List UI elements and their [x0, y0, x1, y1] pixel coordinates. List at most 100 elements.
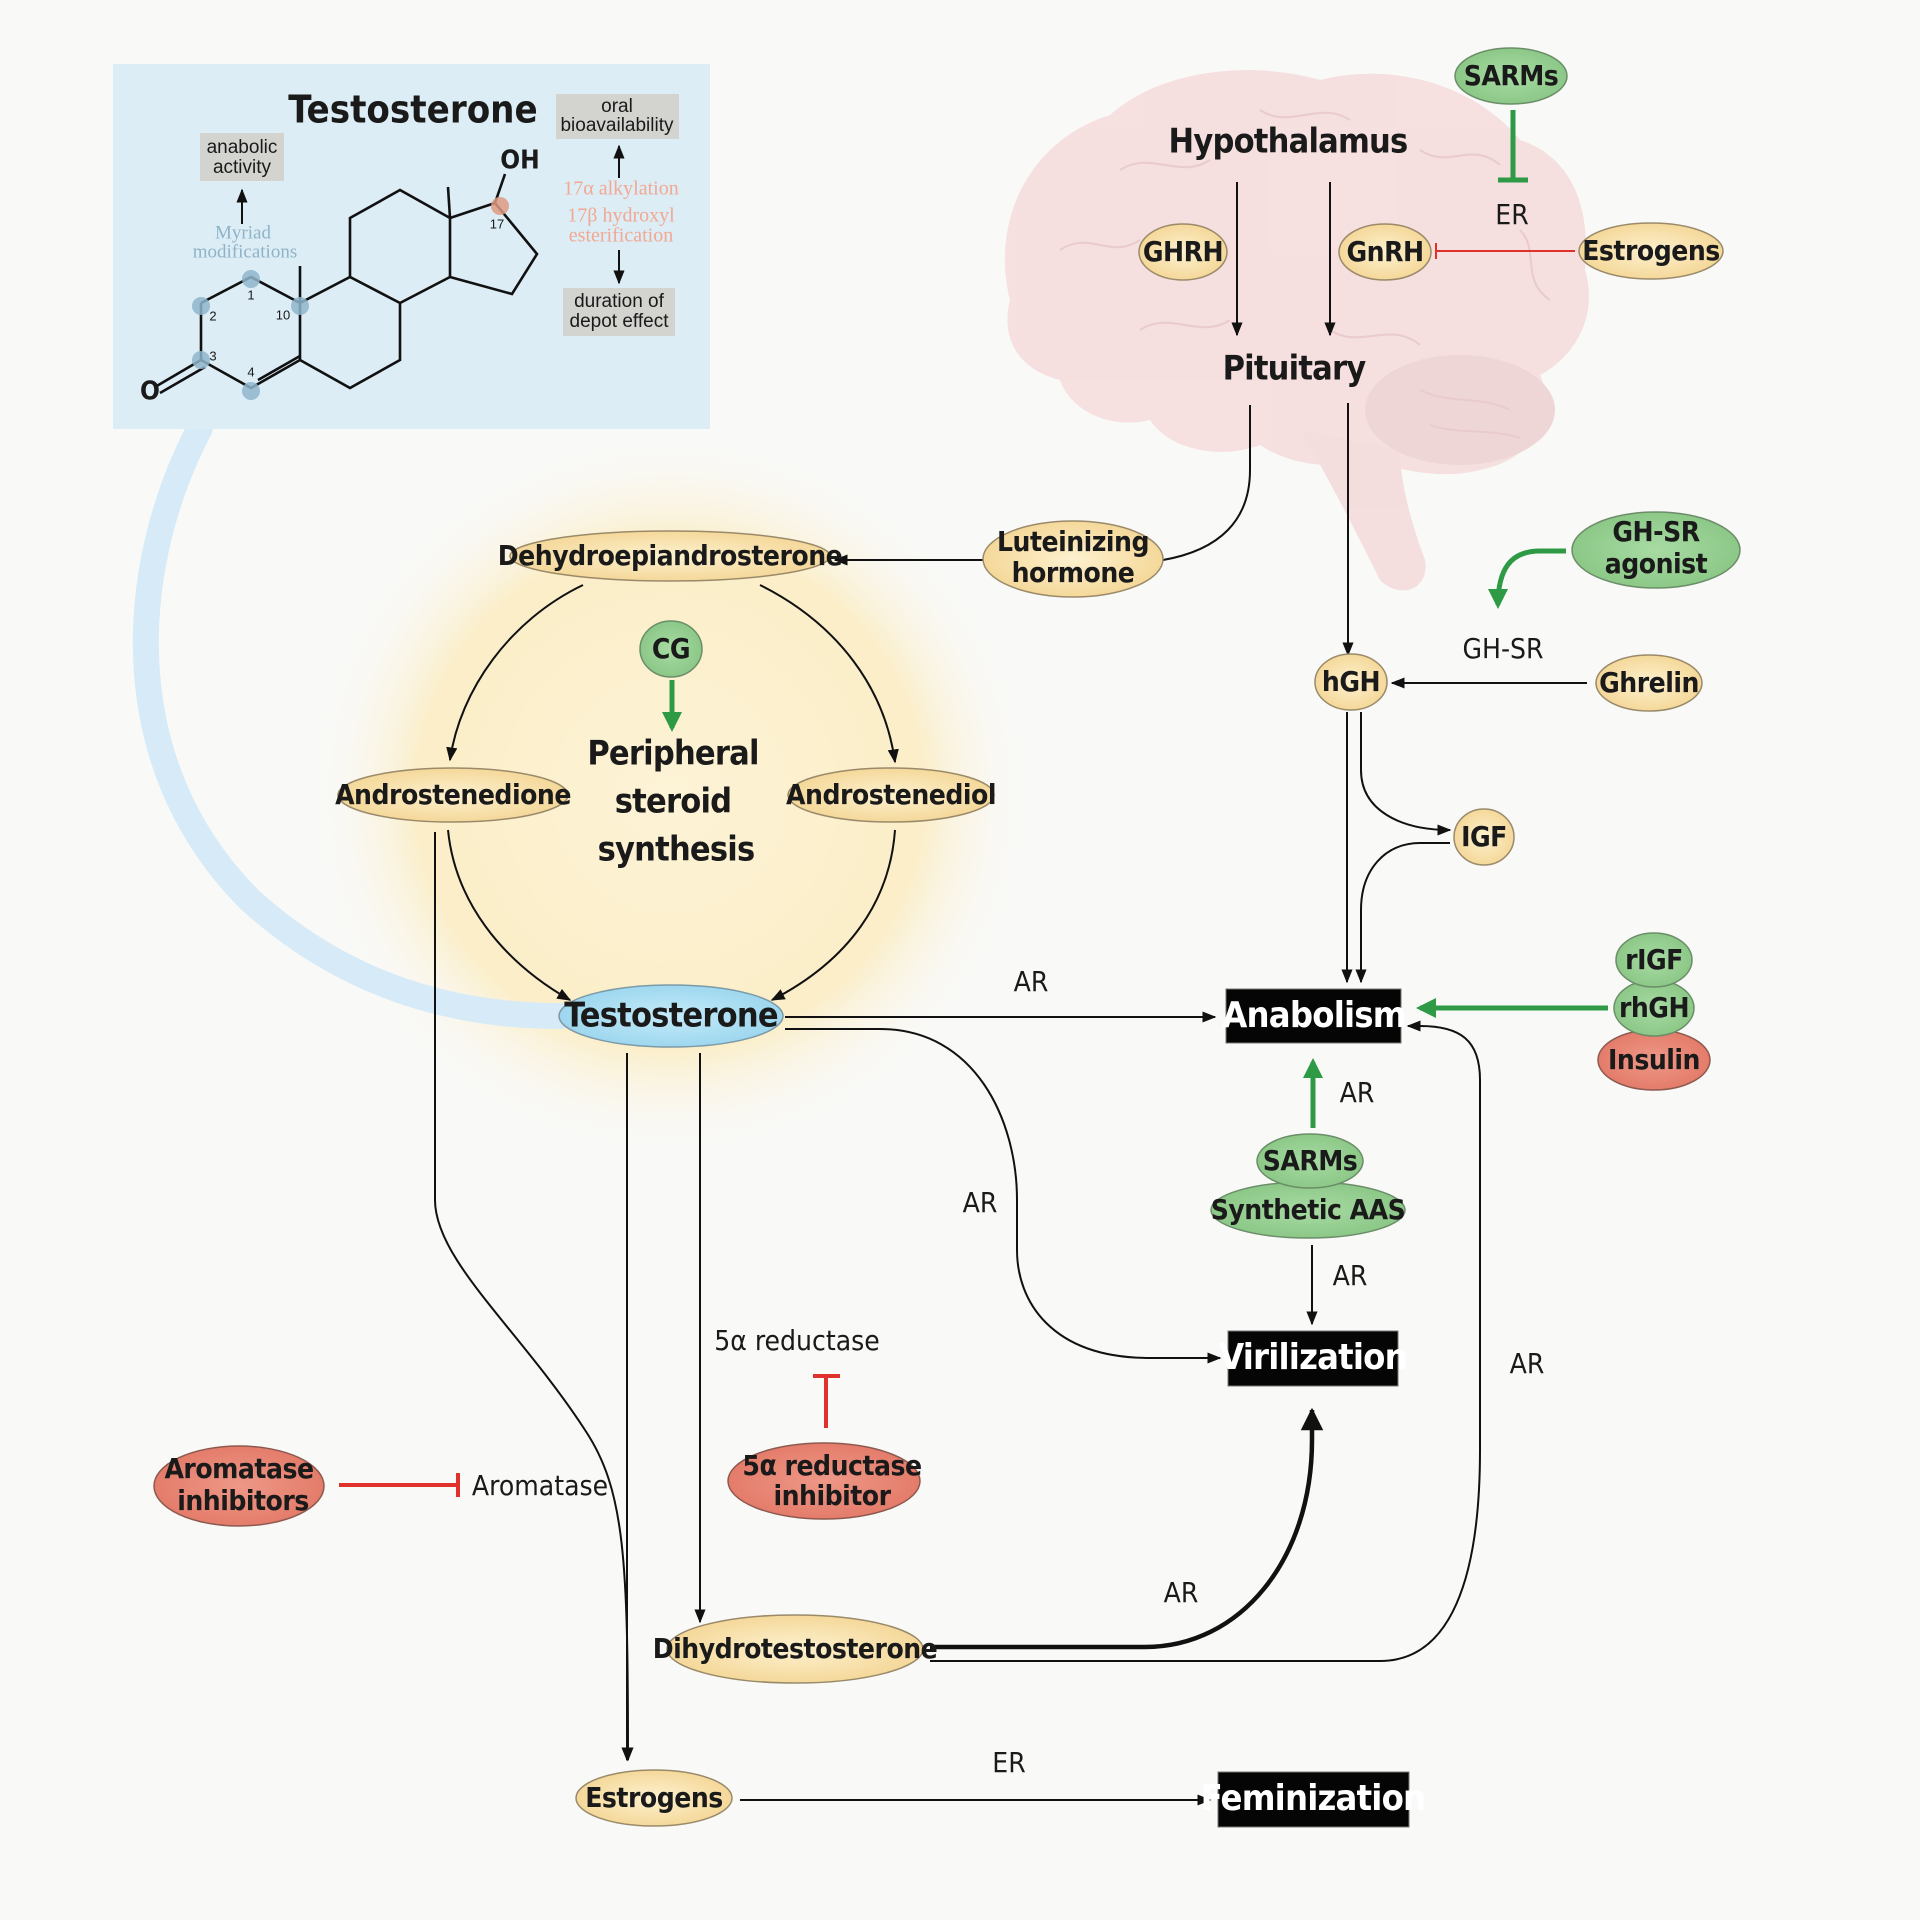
- rhgh-node[interactable]: rhGH: [1613, 979, 1695, 1037]
- mod-line-3: esterification: [569, 225, 673, 247]
- marker-c4: [242, 382, 260, 400]
- svg-text:Androstenedione: Androstenedione: [335, 778, 571, 811]
- panel-connector: [132, 415, 573, 1029]
- ghsr-label: GH-SR: [1462, 632, 1543, 665]
- luteinizing-hormone-node[interactable]: Luteinizing hormone: [982, 520, 1164, 598]
- marker-c2: [192, 297, 210, 315]
- svg-text:Dihydrotestosterone: Dihydrotestosterone: [653, 1632, 938, 1665]
- svg-text:Feminization: Feminization: [1201, 1778, 1426, 1819]
- svg-text:IGF: IGF: [1461, 820, 1507, 853]
- svg-text:Androstenediol: Androstenediol: [786, 778, 996, 811]
- svg-text:Estrogens: Estrogens: [1582, 234, 1720, 267]
- er-top-label: ER: [1495, 198, 1528, 231]
- ar-label-aas-virilization: AR: [1333, 1259, 1368, 1292]
- reductase-inhibitor-node[interactable]: 5α reductase inhibitor: [727, 1442, 922, 1520]
- svg-text:Testosterone: Testosterone: [564, 996, 778, 1036]
- svg-text:Aromatase: Aromatase: [164, 1452, 313, 1485]
- carbon-2-label: 2: [209, 308, 216, 323]
- synthesis-title-line-1: Peripheral: [587, 734, 758, 774]
- dht-node[interactable]: Dihydrotestosterone: [653, 1614, 938, 1684]
- edge-agonist-ghsr: [1488, 548, 1566, 609]
- svg-text:hGH: hGH: [1322, 665, 1380, 698]
- oral-line-2: bioavailability: [560, 115, 674, 136]
- anabolic-line-2: activity: [213, 157, 272, 178]
- svg-text:rhGH: rhGH: [1619, 991, 1689, 1024]
- pituitary-label: Pituitary: [1223, 349, 1367, 389]
- ar-label-dht-virilization: AR: [1164, 1576, 1199, 1609]
- carbon-10-label: 10: [276, 307, 290, 322]
- mod-line-2: 17β hydroxyl: [567, 205, 675, 227]
- dhea-node[interactable]: Dehydroepiandrosterone: [498, 530, 843, 582]
- er-label-feminization: ER: [992, 1746, 1025, 1779]
- marker-c3: [192, 351, 210, 369]
- edge-testosterone-virilization: [785, 1028, 1222, 1364]
- reductase-label: 5α reductase: [714, 1324, 880, 1357]
- feminization-box[interactable]: Feminization: [1201, 1771, 1426, 1828]
- marker-c17: [491, 197, 509, 215]
- edge-igf-anabolism: [1355, 842, 1450, 984]
- svg-text:GHRH: GHRH: [1143, 235, 1223, 268]
- svg-text:SARMs: SARMs: [1263, 1144, 1358, 1177]
- aromatase-label: Aromatase: [472, 1469, 608, 1502]
- igf-node[interactable]: IGF: [1453, 808, 1515, 866]
- virilization-box[interactable]: Virilization: [1219, 1330, 1408, 1387]
- insulin-node[interactable]: Insulin: [1597, 1029, 1711, 1091]
- marker-c1: [242, 270, 260, 288]
- svg-text:Ghrelin: Ghrelin: [1599, 666, 1699, 699]
- edge-hgh-igf: [1360, 712, 1452, 836]
- edge-dhea-androstenedione: [446, 584, 584, 762]
- svg-text:Estrogens: Estrogens: [585, 1781, 723, 1814]
- anabolism-box[interactable]: Anabolism: [1222, 988, 1407, 1044]
- modification-markers: [192, 197, 509, 400]
- ghsr-agonist-node[interactable]: GH-SR agonist: [1571, 511, 1741, 589]
- structure-title: Testosterone: [288, 88, 537, 132]
- testosterone-structure-panel: Testosterone O OH 1 2 3 4 10 1: [113, 64, 710, 1029]
- synthetic-aas-node[interactable]: Synthetic AAS: [1210, 1181, 1406, 1239]
- svg-text:rIGF: rIGF: [1625, 943, 1683, 976]
- svg-text:Anabolism: Anabolism: [1222, 995, 1405, 1036]
- svg-text:Luteinizing: Luteinizing: [997, 525, 1149, 558]
- cg-node[interactable]: CG: [639, 620, 703, 678]
- mod-line-1: 17α alkylation: [563, 178, 678, 200]
- edge-dht-anabolism: [930, 1020, 1481, 1662]
- sarms-mid-node[interactable]: SARMs: [1256, 1133, 1364, 1189]
- androstenedione-node[interactable]: Androstenedione: [335, 767, 571, 823]
- ar-label-testosterone-anabolism: AR: [1014, 965, 1049, 998]
- svg-text:CG: CG: [652, 632, 690, 665]
- estrogens-top-node[interactable]: Estrogens: [1578, 222, 1724, 280]
- sarms-top-node[interactable]: SARMs: [1454, 47, 1568, 105]
- svg-text:5α reductase: 5α reductase: [742, 1449, 921, 1482]
- edge-pituitary-lh: [1162, 405, 1251, 561]
- depot-line-2: depot effect: [570, 311, 670, 332]
- edge-dht-virilization: [930, 1407, 1324, 1650]
- rigf-node[interactable]: rIGF: [1615, 932, 1693, 988]
- androstenediol-node[interactable]: Androstenediol: [786, 767, 996, 823]
- carbon-1-label: 1: [247, 287, 254, 302]
- oral-bioavailability-box: [556, 94, 679, 139]
- aromatase-inhibitors-node[interactable]: Aromatase inhibitors: [153, 1445, 325, 1527]
- hgh-node[interactable]: hGH: [1314, 653, 1388, 711]
- oral-line-1: oral: [601, 96, 633, 117]
- depot-effect-box: [563, 288, 675, 336]
- svg-text:Synthetic AAS: Synthetic AAS: [1211, 1193, 1406, 1226]
- myriad-line-2: modifications: [193, 241, 297, 262]
- ghrelin-node[interactable]: Ghrelin: [1595, 654, 1703, 712]
- ghrh-node[interactable]: GHRH: [1138, 223, 1228, 281]
- testosterone-node[interactable]: Testosterone: [558, 984, 784, 1048]
- carbon-17-label: 17: [490, 216, 504, 231]
- svg-text:inhibitors: inhibitors: [177, 1484, 309, 1517]
- svg-text:GnRH: GnRH: [1346, 235, 1423, 268]
- svg-text:agonist: agonist: [1605, 547, 1708, 580]
- gnrh-node[interactable]: GnRH: [1338, 223, 1432, 281]
- svg-text:Insulin: Insulin: [1608, 1043, 1700, 1076]
- brain-illustration: [1004, 70, 1589, 591]
- synthesis-title-line-2: steroid: [615, 782, 731, 822]
- edge-androstenedione-testosterone: [447, 829, 572, 1001]
- oxygen-label: O: [140, 377, 160, 407]
- ar-label-testosterone-virilization: AR: [963, 1186, 998, 1219]
- synthesis-glow: [310, 435, 1030, 1155]
- synthesis-title-line-3: synthesis: [598, 830, 755, 870]
- estrogens-bottom-node[interactable]: Estrogens: [575, 1769, 733, 1827]
- svg-text:GH-SR: GH-SR: [1612, 515, 1699, 548]
